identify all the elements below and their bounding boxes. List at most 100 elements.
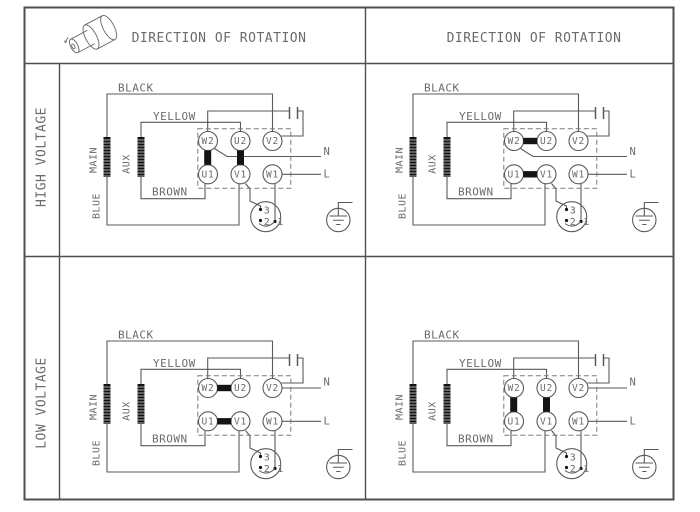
protector-switch-blade xyxy=(258,468,276,474)
wire-black xyxy=(106,93,274,137)
coil-main-label: MAIN xyxy=(395,394,406,420)
terminal-w2-label: W2 xyxy=(507,136,520,147)
protector-pin-3 xyxy=(258,207,263,212)
thermal-protector xyxy=(250,448,282,480)
protector-pin-2 xyxy=(564,218,569,223)
coil-aux-label: AUX xyxy=(428,401,439,421)
terminal-box-dashed xyxy=(503,375,598,436)
wire-neutral xyxy=(214,148,321,158)
blue-wire-label: BLUE xyxy=(92,193,103,219)
protector-switch-blade xyxy=(564,221,582,227)
thermal-protector xyxy=(556,448,588,480)
protector-pin-2-label: 2 xyxy=(570,464,576,475)
black-wire-label: BLACK xyxy=(424,82,460,95)
wire-capacitor-to-v2 xyxy=(281,357,304,384)
wire-capacitor-to-v2 xyxy=(281,110,304,137)
coil-main-label: MAIN xyxy=(89,394,100,420)
coil-main-label: MAIN xyxy=(89,147,100,173)
terminal-v2-label: V2 xyxy=(572,136,585,147)
terminal-v1-label: V1 xyxy=(540,417,553,428)
black-wire-label: BLACK xyxy=(118,82,154,95)
protector-pin-3-label: 3 xyxy=(570,453,576,464)
terminal-w1 xyxy=(262,411,283,432)
header-right-cell: DIRECTION OF ROTATION xyxy=(447,31,621,46)
link-w2-u1-u2-v1-b xyxy=(237,150,244,165)
brown-wire-label: BROWN xyxy=(152,186,188,199)
ground-lead xyxy=(643,448,659,463)
blue-wire-label: BLUE xyxy=(92,440,103,466)
brown-wire-label: BROWN xyxy=(458,186,494,199)
coil-main xyxy=(103,384,111,424)
terminal-w1-label: W1 xyxy=(266,170,279,181)
protector-pin-1-label: 1 xyxy=(277,217,283,228)
link-w2-u1-u2-v1-a xyxy=(510,397,518,412)
line-label: L xyxy=(324,169,330,181)
thermal-protector xyxy=(556,201,588,233)
motor-rotation-icon xyxy=(64,14,118,54)
wire-v1-to-protector xyxy=(245,430,262,457)
ground-earth-lines xyxy=(635,215,653,225)
terminal-w1 xyxy=(568,411,589,432)
protector-switch-blade xyxy=(258,221,276,227)
neutral-label: N xyxy=(630,146,636,158)
link-w2-u2-u1-v1-a xyxy=(217,384,231,392)
terminal-v2 xyxy=(262,377,283,399)
protector-pin-3-label: 3 xyxy=(570,206,576,217)
wire-w2-to-capacitor xyxy=(513,357,596,379)
header-left-label: DIRECTION OF ROTATION xyxy=(132,31,307,46)
ground-earth-lines xyxy=(329,215,347,225)
coil-main-hatch xyxy=(103,386,111,424)
coil-aux-label: AUX xyxy=(122,401,133,421)
terminal-box-dashed xyxy=(197,375,292,436)
terminal-u2-label: U2 xyxy=(234,383,247,394)
protector-pin-3-label: 3 xyxy=(264,206,270,217)
link-w2-u1-u2-v1-a xyxy=(204,150,212,165)
terminal-u1-label: U1 xyxy=(201,170,214,181)
wire-w2-to-capacitor xyxy=(207,357,290,379)
protector-pin-2-label: 2 xyxy=(264,464,270,475)
terminal-v1-label: V1 xyxy=(234,417,247,428)
terminal-v2 xyxy=(568,377,589,399)
ground-lead xyxy=(337,201,353,216)
neutral-label: N xyxy=(324,146,330,158)
rotation-arrow-line xyxy=(64,37,69,43)
table-outer-border xyxy=(23,6,675,501)
ground-lead xyxy=(337,448,353,463)
motor-body-far-face xyxy=(100,14,118,41)
protector-pin-2-label: 2 xyxy=(264,217,270,228)
protector-switch-blade xyxy=(564,468,582,474)
line-label: L xyxy=(324,416,330,428)
terminal-v1-label: V1 xyxy=(234,170,247,181)
protector-pin-2 xyxy=(564,465,569,470)
motor-body-near-face xyxy=(82,24,100,50)
protector-pin-1-label: 1 xyxy=(277,464,283,475)
wire-capacitor-to-v2 xyxy=(587,357,610,384)
line-label: L xyxy=(630,416,636,428)
coil-main xyxy=(103,137,111,177)
coil-main-label: MAIN xyxy=(395,147,406,173)
row-label-low-voltage: LOW VOLTAGE xyxy=(35,357,50,449)
wire-brown xyxy=(140,177,206,200)
wire-w2-to-capacitor xyxy=(513,110,596,132)
wire-blue xyxy=(106,177,240,226)
protector-pin-3 xyxy=(258,454,263,459)
header-left-cell: DIRECTION OF ROTATION xyxy=(64,14,307,54)
protector-pin-3 xyxy=(564,454,569,459)
coil-main xyxy=(409,137,417,177)
link-w2-u2-u1-v1-b xyxy=(217,418,231,425)
wire-v1-to-protector xyxy=(551,430,568,457)
wire-v1-to-protector xyxy=(551,183,568,210)
capacitor xyxy=(594,354,605,366)
table-grid xyxy=(23,6,675,501)
wire-v1-to-protector xyxy=(245,183,262,210)
coil-aux xyxy=(137,137,145,177)
rotation-arrowhead xyxy=(64,40,68,44)
ground-earth-lines xyxy=(635,462,653,472)
link-w2-u1-u2-v1-b xyxy=(543,397,550,412)
terminal-v1-label: V1 xyxy=(540,170,553,181)
terminal-w1-label: W1 xyxy=(266,417,279,428)
wire-brown xyxy=(140,424,206,447)
